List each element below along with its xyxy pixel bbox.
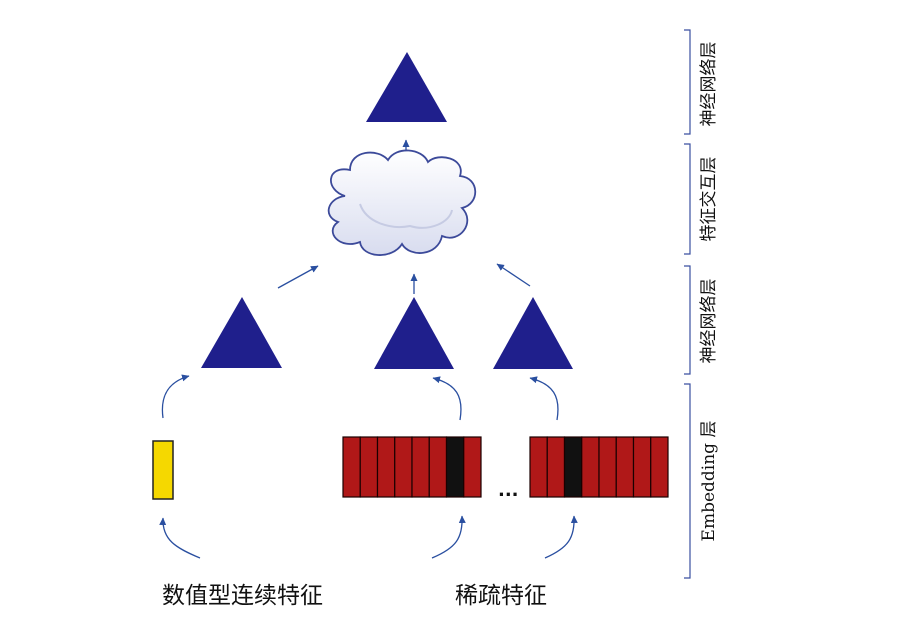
layer-label-lower-network: 神经网络层	[699, 279, 719, 364]
arrow-left-to-cloud	[277, 265, 319, 289]
sparse-features-caption: 稀疏特征	[455, 583, 547, 609]
bracket-lower-network	[684, 265, 691, 375]
active-embedding-segment	[563, 436, 583, 498]
layer-label-embedding: Embedding 层	[699, 421, 719, 542]
arrow-numeric-embedding-to-triangle	[161, 374, 190, 419]
embedding-segment	[615, 436, 635, 498]
arrow-sparse2-input-to-vector	[544, 515, 578, 559]
numeric-features-caption: 数值型连续特征	[162, 583, 323, 609]
embedding-segment	[581, 436, 600, 498]
embedding-segment	[546, 436, 566, 498]
arrow-sparse2-embedding-to-triangle	[529, 376, 559, 421]
ellipsis: ...	[498, 480, 519, 501]
bracket-top-network	[684, 29, 691, 135]
sparse-embedding-vector-2	[529, 436, 669, 498]
embedding-segment	[463, 436, 482, 498]
bracket-embedding	[684, 383, 691, 579]
embedding-segment	[411, 436, 430, 498]
embedding-segment	[376, 436, 396, 498]
active-embedding-segment	[445, 436, 465, 498]
arrow-sparse1-embedding-to-triangle	[432, 376, 462, 421]
bracket-feature-interaction	[684, 143, 691, 255]
arrow-numeric-input-to-vector	[159, 517, 201, 559]
numeric-network-triangle	[201, 297, 282, 368]
top-network-triangle	[366, 52, 447, 122]
embedding-segment	[529, 436, 548, 498]
layer-label-feature-interaction: 特征交互层	[699, 157, 719, 242]
embedding-segment	[650, 436, 669, 498]
sparse-embedding-vector-1	[342, 436, 482, 498]
embedding-segment	[359, 436, 379, 498]
arrow-right-to-cloud	[496, 263, 531, 287]
sparse-network-triangle-1	[374, 297, 454, 369]
embedding-segment	[342, 436, 361, 498]
sparse-network-triangle-2	[493, 297, 573, 369]
embedding-segment	[598, 436, 617, 498]
arrow-sparse1-input-to-vector	[431, 515, 466, 559]
feature-interaction-cloud	[327, 149, 477, 256]
layer-label-top-network: 神经网络层	[699, 42, 719, 127]
numeric-feature-vector	[152, 440, 174, 500]
embedding-segment	[428, 436, 448, 498]
embedding-segment	[394, 436, 413, 498]
embedding-segment	[632, 436, 652, 498]
